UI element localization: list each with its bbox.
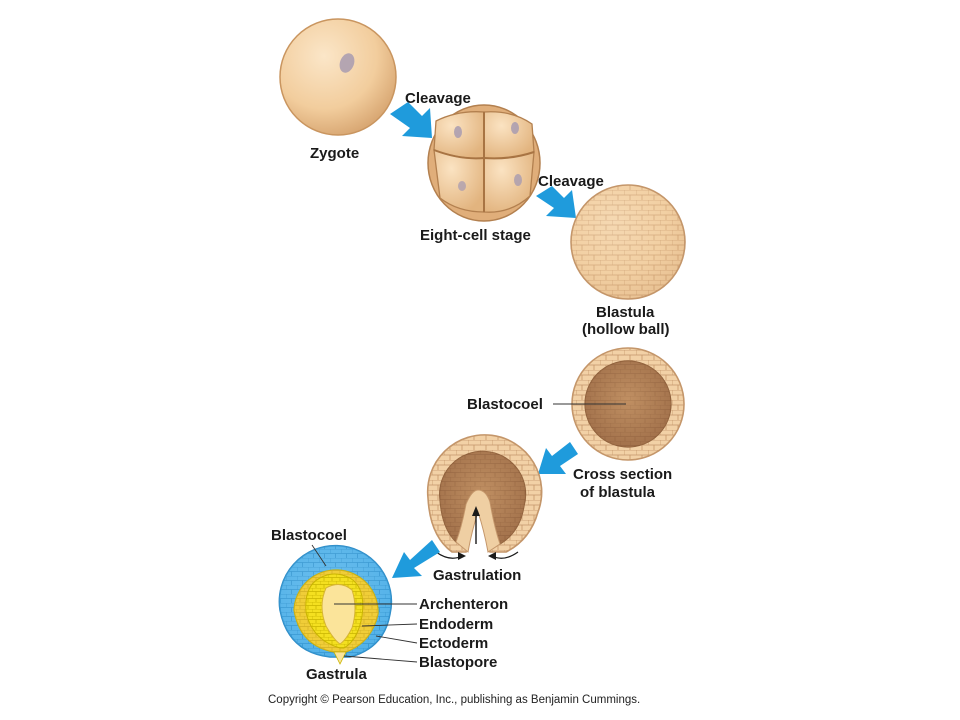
gastrula-arrow (392, 540, 440, 578)
ectoderm-leader (375, 635, 418, 644)
blastula-label: Blastula (596, 304, 655, 321)
blastula-illustration (570, 184, 686, 300)
zygote-label: Zygote (310, 145, 359, 162)
endoderm-leader (361, 623, 418, 627)
cleavage-arrow-2 (536, 186, 576, 218)
gastrula-illustration (278, 544, 393, 665)
endoderm-label: Endoderm (419, 616, 493, 633)
cleavage-label-1: Cleavage (405, 90, 471, 107)
cleavage-arrow-1 (390, 102, 432, 138)
blastocoel-lower-leader (311, 544, 327, 567)
gastrula-label: Gastrula (306, 666, 368, 683)
ectoderm-label: Ectoderm (419, 635, 488, 652)
blastopore-label: Blastopore (419, 654, 497, 671)
gastrulation-label: Gastrulation (433, 567, 521, 584)
eight-cell-label: Eight-cell stage (420, 227, 531, 244)
zygote-illustration (279, 18, 397, 136)
blastocoel-upper-label: Blastocoel (467, 396, 543, 413)
gastrulation-arrow-in (538, 442, 578, 474)
cross-section-sublabel: of blastula (580, 484, 656, 501)
blastocoel-lower-label: Blastocoel (271, 527, 347, 544)
eight-cell-illustration (427, 104, 541, 222)
cross-section-label: Cross section (573, 466, 672, 483)
blastopore-leader (343, 655, 418, 663)
blastula-sublabel: (hollow ball) (582, 321, 670, 338)
cleavage-label-2: Cleavage (538, 173, 604, 190)
gastrulation-illustration (426, 434, 543, 560)
archenteron-label: Archenteron (419, 596, 508, 613)
copyright-notice: Copyright © Pearson Education, Inc., pub… (268, 694, 640, 706)
